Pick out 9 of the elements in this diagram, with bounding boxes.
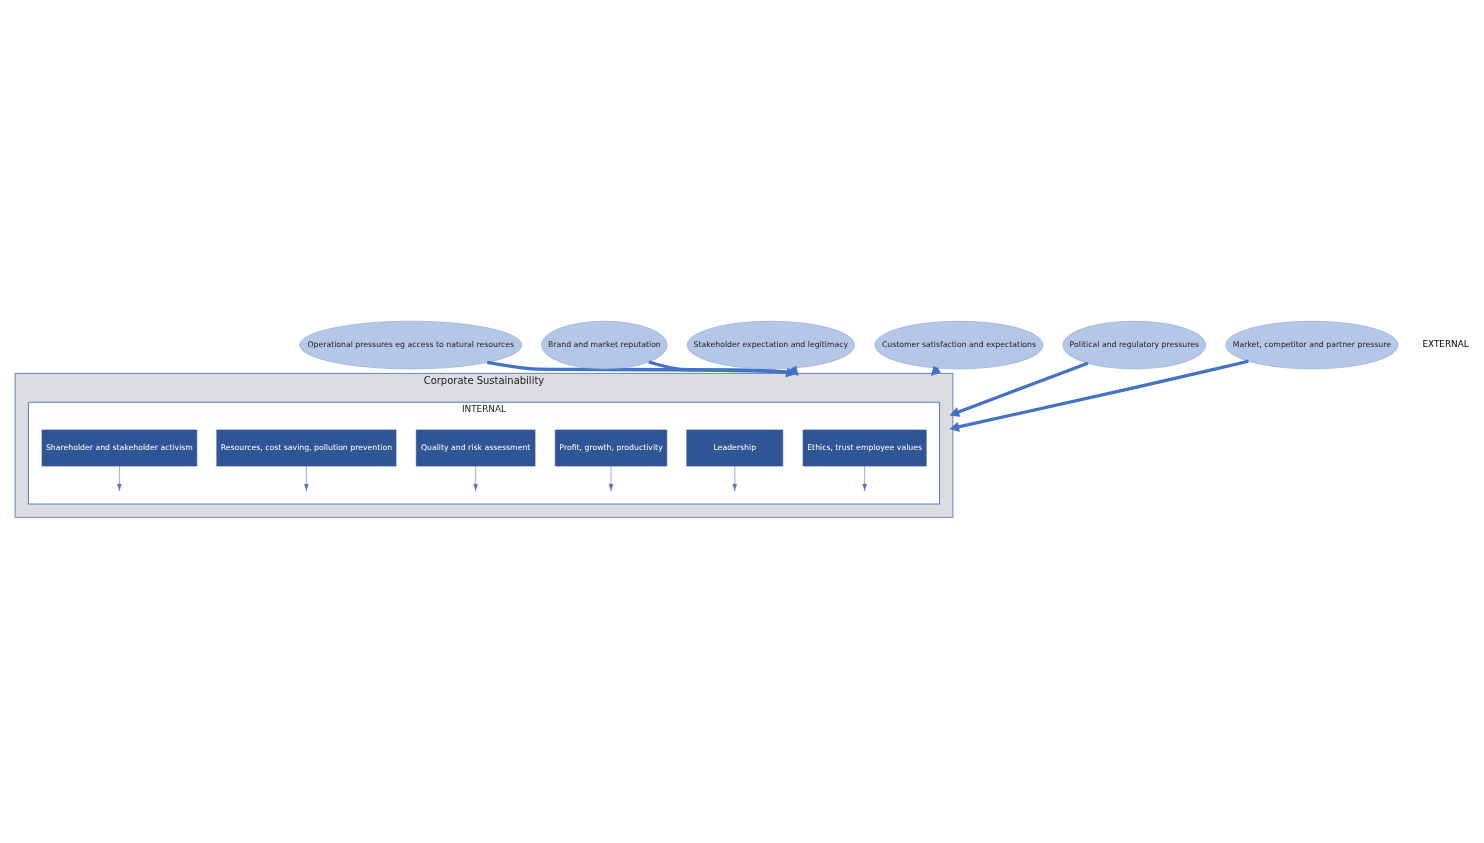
arrow: [949, 359, 1249, 432]
arrow: [117, 465, 122, 491]
arrow: [862, 465, 867, 491]
arrow: [608, 465, 614, 491]
arrow: [732, 465, 737, 491]
label: EXTERNAL: [1422, 339, 1469, 350]
arrow: [304, 465, 309, 491]
arrow: [949, 361, 1089, 417]
arrow: [473, 465, 478, 491]
